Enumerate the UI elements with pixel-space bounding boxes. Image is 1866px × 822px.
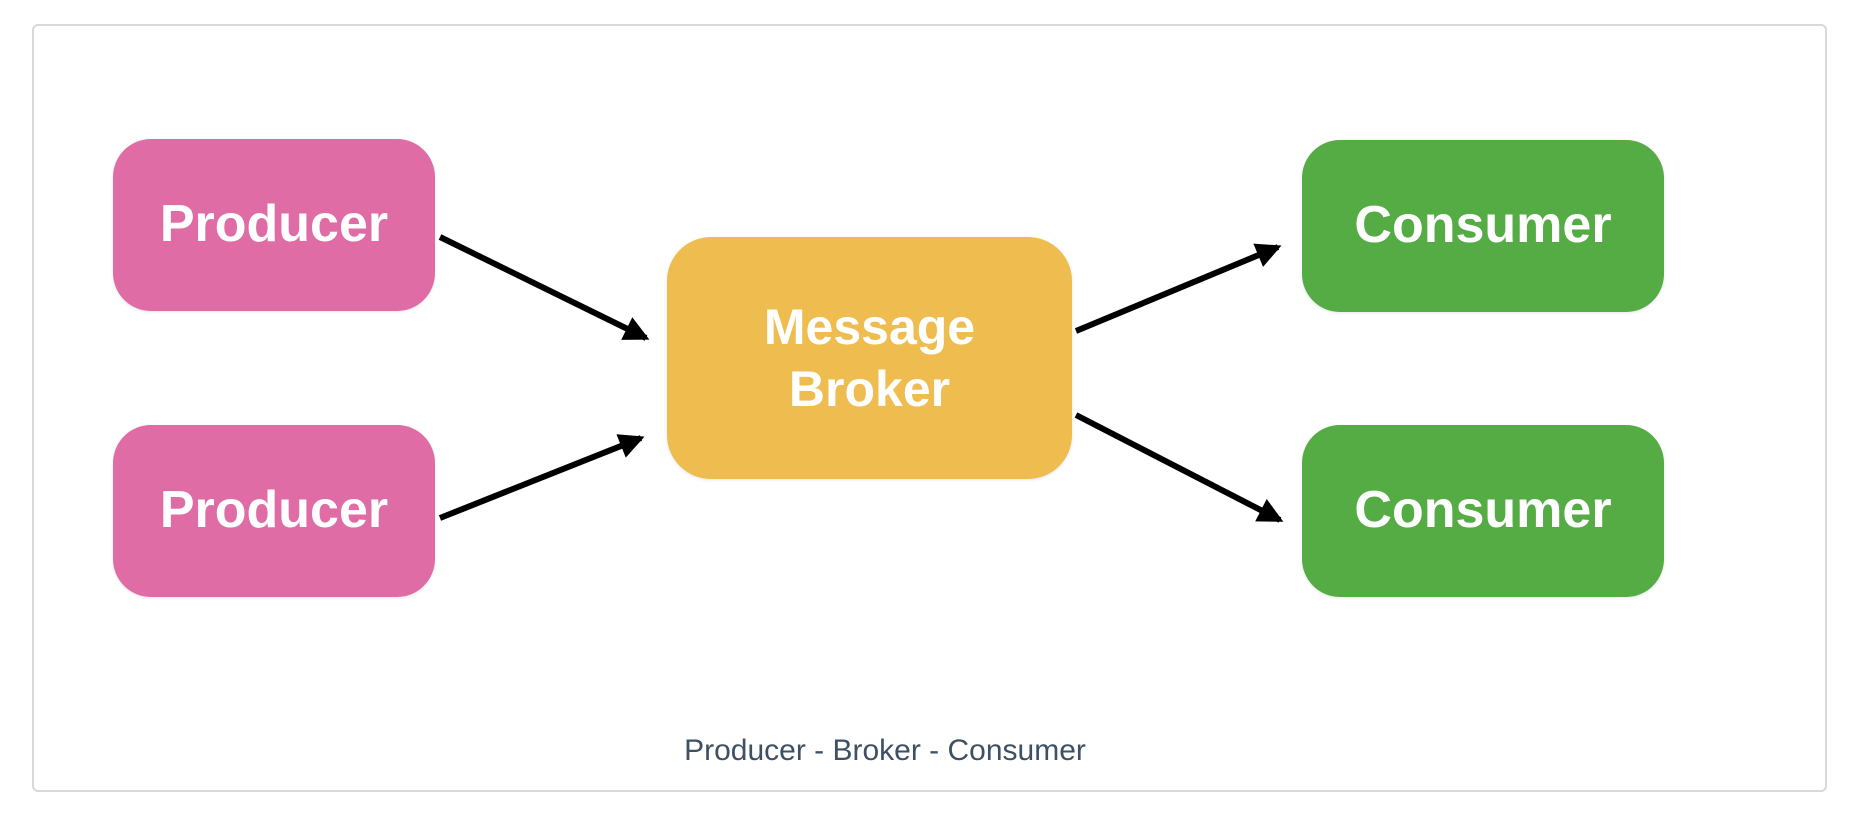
node-consumer-2: Consumer [1302, 425, 1664, 597]
diagram-caption: Producer - Broker - Consumer [684, 734, 1086, 767]
node-message-broker-label: Message Broker [763, 299, 976, 417]
node-producer-1: Producer [113, 139, 435, 311]
node-consumer-2-label: Consumer [1354, 481, 1612, 540]
node-producer-1-label: Producer [159, 195, 389, 254]
node-consumer-1: Consumer [1302, 140, 1664, 312]
node-consumer-1-label: Consumer [1354, 196, 1612, 255]
node-producer-2-label: Producer [159, 481, 389, 540]
node-producer-2: Producer [113, 425, 435, 597]
node-message-broker: Message Broker [667, 237, 1072, 479]
